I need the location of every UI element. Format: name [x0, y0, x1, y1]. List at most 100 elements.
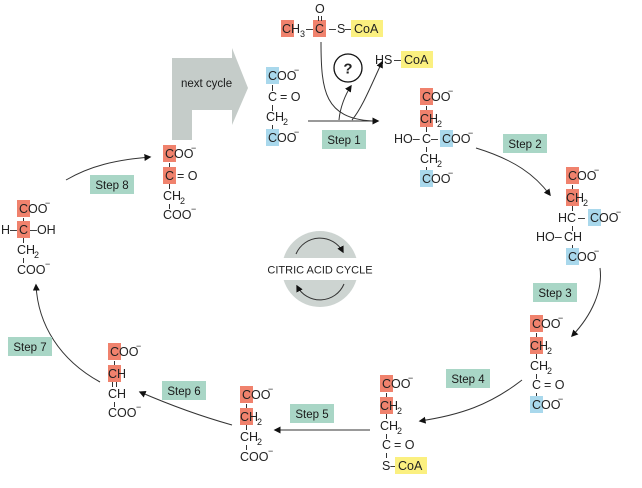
s-atom: S: [337, 22, 345, 36]
fum-coo: COO: [108, 406, 137, 420]
step7-box: [8, 337, 52, 356]
step2-box: [503, 134, 547, 153]
hs-dash: –: [394, 53, 401, 67]
cit-ho: HO–: [394, 132, 420, 146]
oxaloacetate-top: C OO − C = O CH 2 C OO −: [266, 65, 301, 146]
suc-m1: −: [268, 384, 273, 394]
oxa-red-2: [163, 167, 176, 184]
question-bubble: ?: [333, 53, 363, 83]
iso-dash: –: [578, 211, 585, 225]
coa-box-3: [395, 457, 427, 474]
akg-oo1: OO: [541, 317, 561, 331]
mal-coo: COO: [17, 263, 46, 277]
oxa-c2: C: [165, 169, 174, 183]
oxa-oo1: OO: [174, 147, 194, 161]
akg-ch2b: CH: [530, 359, 548, 373]
cit-ch2b: CH: [420, 152, 438, 166]
akg-c4: C: [532, 398, 541, 412]
mal-m1: −: [45, 198, 50, 208]
dash-2: –: [329, 22, 336, 36]
suc-ch2b-sub: 2: [257, 437, 262, 447]
hscoa-out-arrow: [351, 60, 383, 121]
minus-2: −: [294, 127, 299, 137]
cit-dash: –: [431, 132, 438, 146]
carbonyl-c: C: [315, 22, 324, 36]
step5-box: [290, 404, 334, 423]
sca-red-2: [380, 397, 393, 414]
isocitrate: C OO − CH 2 HC – C OO − HO– CH C OO −: [536, 165, 621, 265]
acetyl-in-arrow: [320, 41, 373, 122]
oxa-ch2-sub: 2: [180, 196, 185, 206]
question-circle: [333, 53, 363, 83]
mal-oh: –OH: [30, 223, 56, 237]
step4-box: [446, 369, 490, 388]
step5-label: Step 5: [295, 409, 328, 421]
mal-m2: −: [45, 259, 50, 269]
coa-label-3: CoA: [398, 459, 423, 473]
ch2-sub-1: 2: [283, 117, 288, 127]
mal-ch2-sub: 2: [34, 250, 39, 260]
succinate: C OO − CH 2 CH 2 COO −: [240, 384, 273, 464]
suc-red-1: [240, 386, 253, 403]
step6-label: Step 6: [167, 386, 200, 398]
step3-box: [533, 283, 577, 302]
step1-arrows: [308, 41, 383, 125]
suc-oo1: OO: [251, 388, 271, 402]
sca-ch2b: CH: [380, 419, 398, 433]
suc-ch2a: CH: [240, 410, 258, 424]
cit-c-center: C: [422, 132, 431, 146]
sca-eq-o: = O: [394, 438, 415, 452]
cit-m2: −: [468, 128, 473, 138]
suc-c1: C: [242, 388, 251, 402]
fum-ch2: CH: [108, 387, 126, 401]
arrow-step8: [65, 153, 152, 181]
akg-m2: −: [558, 394, 563, 404]
fum-oo1: OO: [119, 345, 139, 359]
iso-blue-2: [566, 248, 579, 265]
suc-red-2: [240, 408, 253, 425]
akg-blue: [530, 396, 543, 413]
ch3-c: C: [282, 22, 291, 36]
oo-1: OO: [277, 69, 297, 83]
sca-ch2b-sub: 2: [397, 426, 402, 436]
next-cycle-label: next cycle: [181, 78, 232, 90]
red-carbon-box-2: [313, 20, 326, 37]
ch3-sub: 3: [300, 29, 305, 39]
cit-oo2: OO: [451, 132, 471, 146]
malate: C OO − H– C –OH CH 2 COO −: [1, 198, 56, 277]
question-branch: [338, 84, 352, 121]
fumarate: C OO − CH CH COO −: [108, 341, 141, 420]
blue-box-1: [266, 67, 279, 84]
oxaloacetate-regenerated: C OO − C = O CH 2 COO −: [163, 143, 198, 222]
oxa-red-1: [163, 145, 176, 162]
dash-3: –: [345, 22, 352, 36]
akg-red-1: [530, 315, 543, 332]
question-mark: ?: [343, 61, 352, 78]
minus-1: −: [294, 65, 299, 75]
akg-c: C: [532, 378, 541, 392]
mal-ch2: CH: [17, 243, 35, 257]
step8-box: [90, 175, 134, 194]
arrow-step4: [418, 379, 523, 424]
sca-m1: −: [408, 373, 413, 383]
hs-label: HS: [375, 53, 392, 67]
eq-o-1: = O: [280, 90, 301, 104]
arrow-step2: [475, 147, 551, 197]
akg-ch2a: CH: [530, 339, 548, 353]
suc-coo: COO: [240, 450, 269, 464]
akg-oo2: OO: [541, 398, 561, 412]
cit-oo3: OO: [431, 172, 451, 186]
succinyl-coa: C OO − CH 2 CH 2 C = O S– CoA: [380, 373, 427, 474]
mal-c2: C: [19, 223, 28, 237]
cit-ch2: CH: [420, 112, 438, 126]
coa-box-2: [401, 51, 433, 68]
cit-m1: −: [448, 86, 453, 96]
iso-c4: C: [568, 250, 577, 264]
acetyl-coa: C H 3 – C O – S – CoA: [281, 2, 383, 39]
iso-c3: C: [590, 211, 599, 225]
step1-box: [322, 130, 366, 149]
sca-c: C: [382, 438, 391, 452]
arrow-step3: [571, 267, 601, 338]
sca-ch2a: CH: [380, 399, 398, 413]
ch2-1: CH: [266, 110, 284, 124]
